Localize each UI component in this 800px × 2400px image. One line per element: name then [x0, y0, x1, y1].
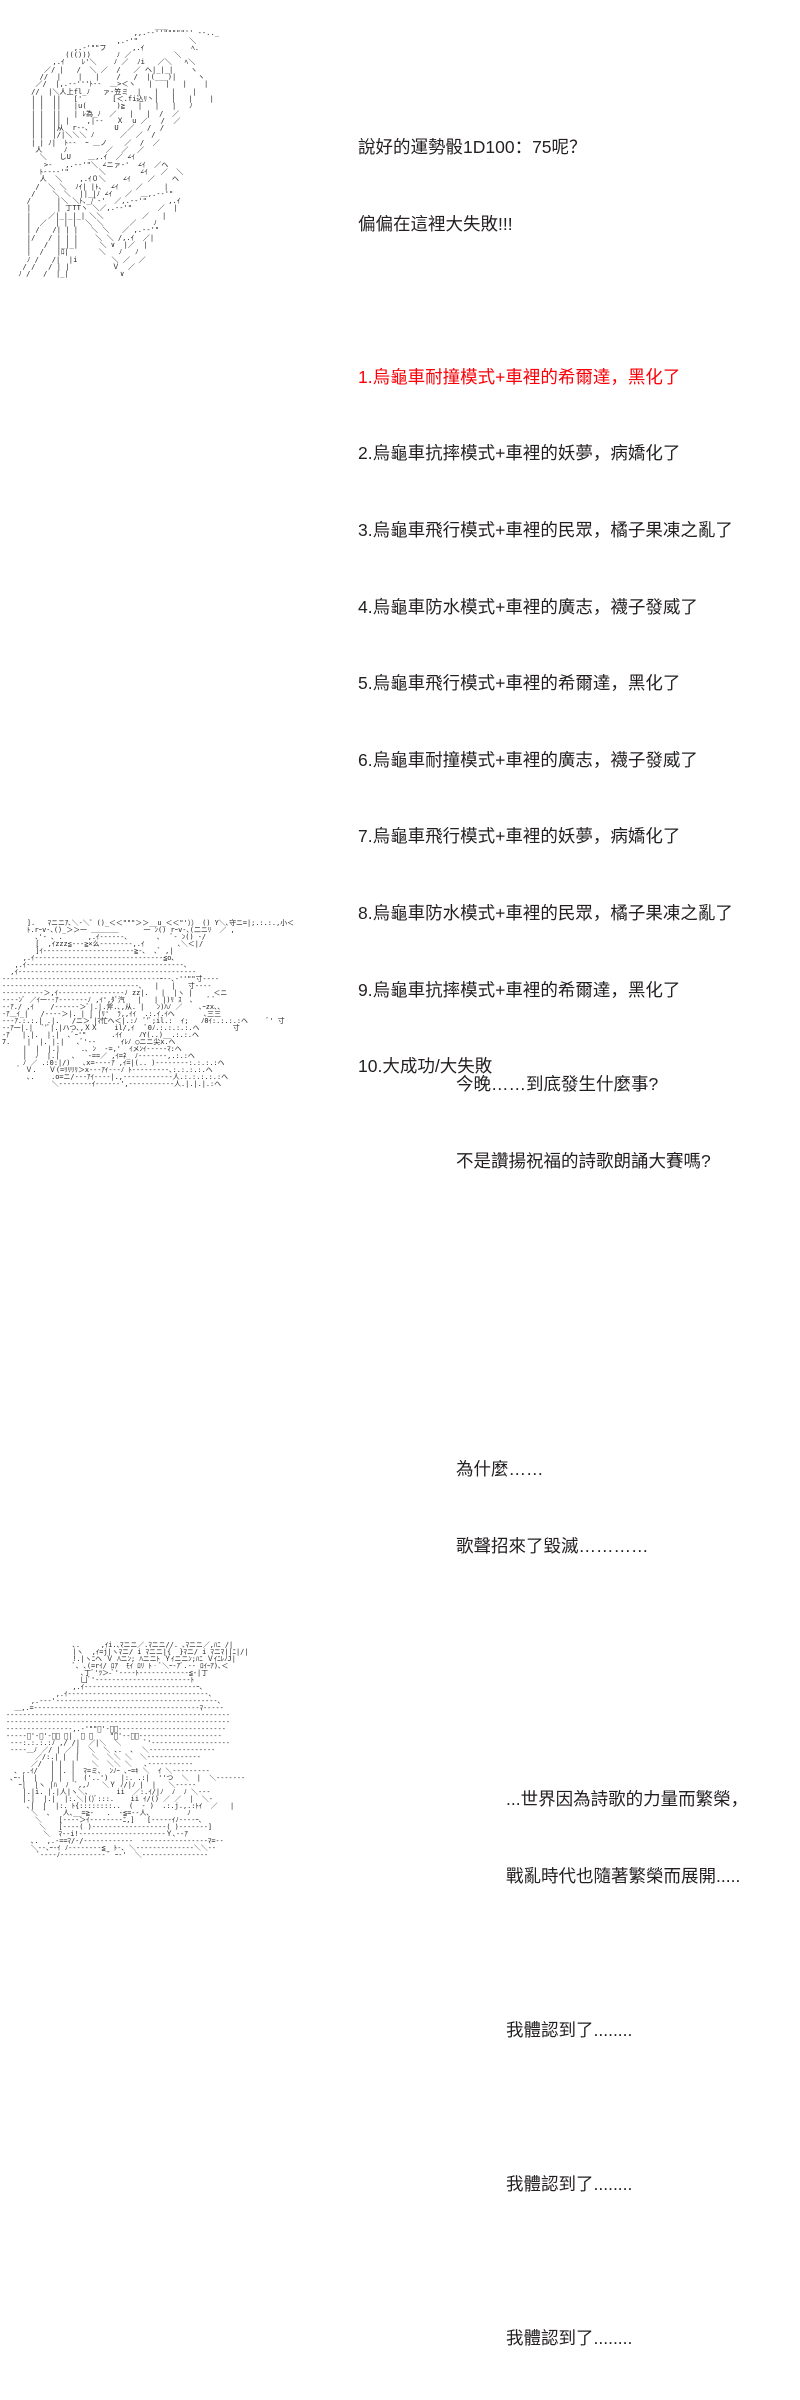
panel-1-option-6[interactable]: 6.烏龜車耐撞模式+車裡的廣志，襪子發威了 [358, 749, 698, 770]
panel-1-option-4[interactable]: 4.烏龜車防水模式+車裡的廣志，襪子發威了 [358, 596, 698, 617]
panel-2-line-3: 為什麼…… [456, 1459, 544, 1479]
panel-3-line-4: 我體認到了........ [506, 2174, 633, 2194]
story-page: ___ ,,.-‐''"""""'' ‐-.._ ,.‐'" ＼ ,.-'""フ… [0, 0, 800, 2349]
story-panel-2: ]. ﾏニニｱ､＼‐＼゜()_＜＜"""＞＞__u_＜＜"'）） () Y＼､守… [0, 450, 800, 1557]
ascii-art-character-full-body-kneeling: ､. ,ｲi.､ﾏニニ／.ﾏニニ//. ､ﾏニニ／,ﾊﾆ /| |ヽ ,ｲ=j|… [6, 1641, 249, 1859]
panel-1-option-9[interactable]: 9.烏龜車抗摔模式+車裡的希爾達，黑化了 [358, 979, 681, 1000]
ascii-art-character-portrait-long-hair: ___ ,,.-‐''"""""'' ‐-.._ ,.‐'" ＼ ,.-'""フ… [18, 21, 219, 279]
ascii-art-character-closeup-shocked: ]. ﾏニニｱ､＼‐＼゜()_＜＜"""＞＞__u_＜＜"'）） () Y＼､守… [2, 919, 295, 1088]
story-panel-3: ､. ,ｲi.､ﾏニニ／.ﾏニニ//. ､ﾏニニ／,ﾊﾆ /| |ヽ ,ｲ=j|… [0, 820, 800, 2349]
panel-3-line-3: 我體認到了........ [506, 2020, 633, 2040]
panel-3-line-2: 戰亂時代也隨著繁榮而展開..... [506, 1866, 741, 1886]
panel-1-option-7[interactable]: 7.烏龜車飛行模式+車裡的妖夢，病嬌化了 [358, 826, 681, 847]
panel-2-line-1: 今晚……到底發生什麼事? [456, 1074, 659, 1094]
panel-1-dialogue: 說好的運勢骰1D100：75呢？ 偏偏在這裡大失敗!!! 1.烏龜車耐撞模式+車… [358, 84, 733, 1131]
panel-3-line-5: 我體認到了........ [506, 2328, 633, 2348]
panel-1-intro-line-2: 偏偏在這裡大失敗!!! [358, 213, 513, 234]
panel-1-option-2[interactable]: 2.烏龜車抗摔模式+車裡的妖夢，病嬌化了 [358, 443, 681, 464]
panel-3-line-1: ...世界因為詩歌的力量而繁榮， [506, 1789, 749, 1809]
panel-1-intro-line-1: 說好的運勢骰1D100：75呢？ [358, 137, 587, 157]
panel-1-option-3[interactable]: 3.烏龜車飛行模式+車裡的民眾，橘子果凍之亂了 [358, 519, 733, 540]
panel-2-line-2: 不是讚揚祝福的詩歌朗誦大賽嗎? [456, 1151, 711, 1171]
panel-1-option-10[interactable]: 10.大成功/大失敗 [358, 1056, 493, 1077]
panel-1-option-5[interactable]: 5.烏龜車飛行模式+車裡的希爾達，黑化了 [358, 673, 681, 694]
panel-2-line-4: 歌聲招來了毀滅………… [456, 1536, 649, 1556]
panel-1-option-8[interactable]: 8.烏龜車防水模式+車裡的民眾，橘子果凍之亂了 [358, 902, 733, 923]
panel-3-dialogue: ...世界因為詩歌的力量而繁榮， 戰亂時代也隨著繁榮而展開..... 我體認到了… [506, 1735, 748, 2400]
story-panel-1: ___ ,,.-‐''"""""'' ‐-.._ ,.‐'" ＼ ,.-'""フ… [0, 0, 800, 1076]
panel-1-option-1[interactable]: 1.烏龜車耐撞模式+車裡的希爾達，黑化了 [358, 366, 681, 387]
